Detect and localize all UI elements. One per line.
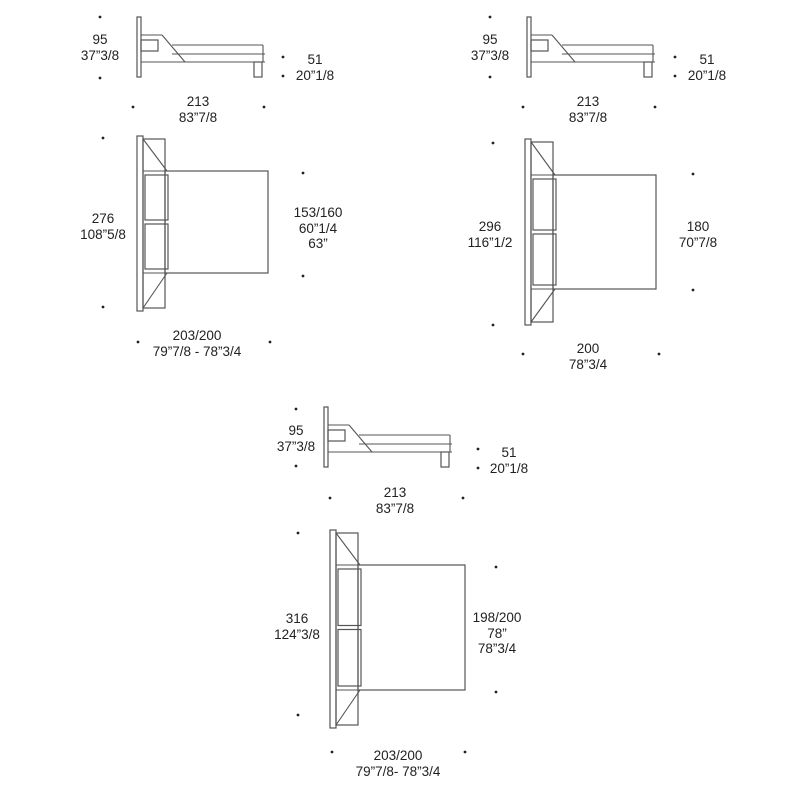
nightstand-top — [144, 174, 169, 221]
dimension-dot — [463, 750, 467, 754]
headboard — [323, 406, 329, 468]
shelf-cutout — [530, 39, 549, 52]
top-view-c — [329, 529, 466, 729]
back-panel — [530, 141, 554, 323]
dimension-dot — [328, 496, 332, 500]
nightstand-bottom — [337, 628, 362, 687]
dimension-dot — [330, 750, 334, 754]
corner-diagonal-bottom — [142, 272, 168, 309]
shelf-cutout — [140, 39, 159, 52]
dimension-dot — [691, 172, 695, 176]
bed-frame — [357, 564, 466, 691]
dimension-dot — [296, 531, 300, 535]
leg — [643, 61, 653, 78]
dimension-dot — [281, 74, 285, 78]
panel-diagonal — [161, 34, 186, 63]
dimension-dot — [491, 141, 495, 145]
nightstand-bottom — [532, 233, 557, 286]
panel-diagonal — [348, 424, 373, 453]
dimension-dot — [461, 496, 465, 500]
dimension-dot — [262, 105, 266, 109]
dimension-dot — [301, 274, 305, 278]
headboard — [329, 529, 337, 729]
dimension-dot — [488, 75, 492, 79]
top-view-b — [524, 138, 657, 326]
dimension-dot — [673, 74, 677, 78]
corner-diagonal-top — [530, 141, 556, 176]
dimension-dot — [131, 105, 135, 109]
dimension-dot — [136, 340, 140, 344]
corner-diagonal-top — [335, 532, 361, 566]
dimension-dot — [691, 288, 695, 292]
dimension-dot — [494, 690, 498, 694]
side-view-a — [136, 16, 265, 78]
dimension-dot — [268, 340, 272, 344]
corner-diagonal-bottom — [335, 689, 361, 726]
dimension-dot — [657, 352, 661, 356]
dimension-dot — [476, 447, 480, 451]
headboard — [524, 138, 532, 326]
bed-frame — [552, 174, 657, 290]
corner-diagonal-bottom — [530, 288, 556, 323]
dimension-dot — [521, 352, 525, 356]
headboard — [136, 135, 144, 312]
side-view-b — [526, 16, 655, 78]
dimension-dot — [294, 407, 298, 411]
dimension-dot — [101, 136, 105, 140]
dimension-dot — [673, 55, 677, 59]
dimension-dot — [294, 464, 298, 468]
leg — [440, 451, 450, 468]
side-view-c — [323, 406, 452, 468]
panel-diagonal — [551, 34, 576, 63]
dimension-dot — [98, 15, 102, 19]
dimension-dot — [281, 55, 285, 59]
dimension-dot — [494, 565, 498, 569]
dimension-dot — [101, 305, 105, 309]
nightstand-top — [337, 568, 362, 627]
nightstand-top — [532, 178, 557, 231]
leg — [253, 61, 263, 78]
dimension-dot — [491, 323, 495, 327]
dimension-dot — [98, 76, 102, 80]
dimension-dot — [296, 713, 300, 717]
dimension-dot — [521, 105, 525, 109]
bed-frame — [164, 170, 269, 274]
headboard — [136, 16, 142, 78]
top-view-a — [136, 135, 269, 312]
dimension-dot — [653, 105, 657, 109]
shelf-cutout — [327, 429, 346, 442]
dimension-dot — [301, 171, 305, 175]
corner-diagonal-top — [142, 138, 168, 172]
nightstand-bottom — [144, 223, 169, 270]
dimension-dot — [476, 466, 480, 470]
dimension-dot — [488, 15, 492, 19]
